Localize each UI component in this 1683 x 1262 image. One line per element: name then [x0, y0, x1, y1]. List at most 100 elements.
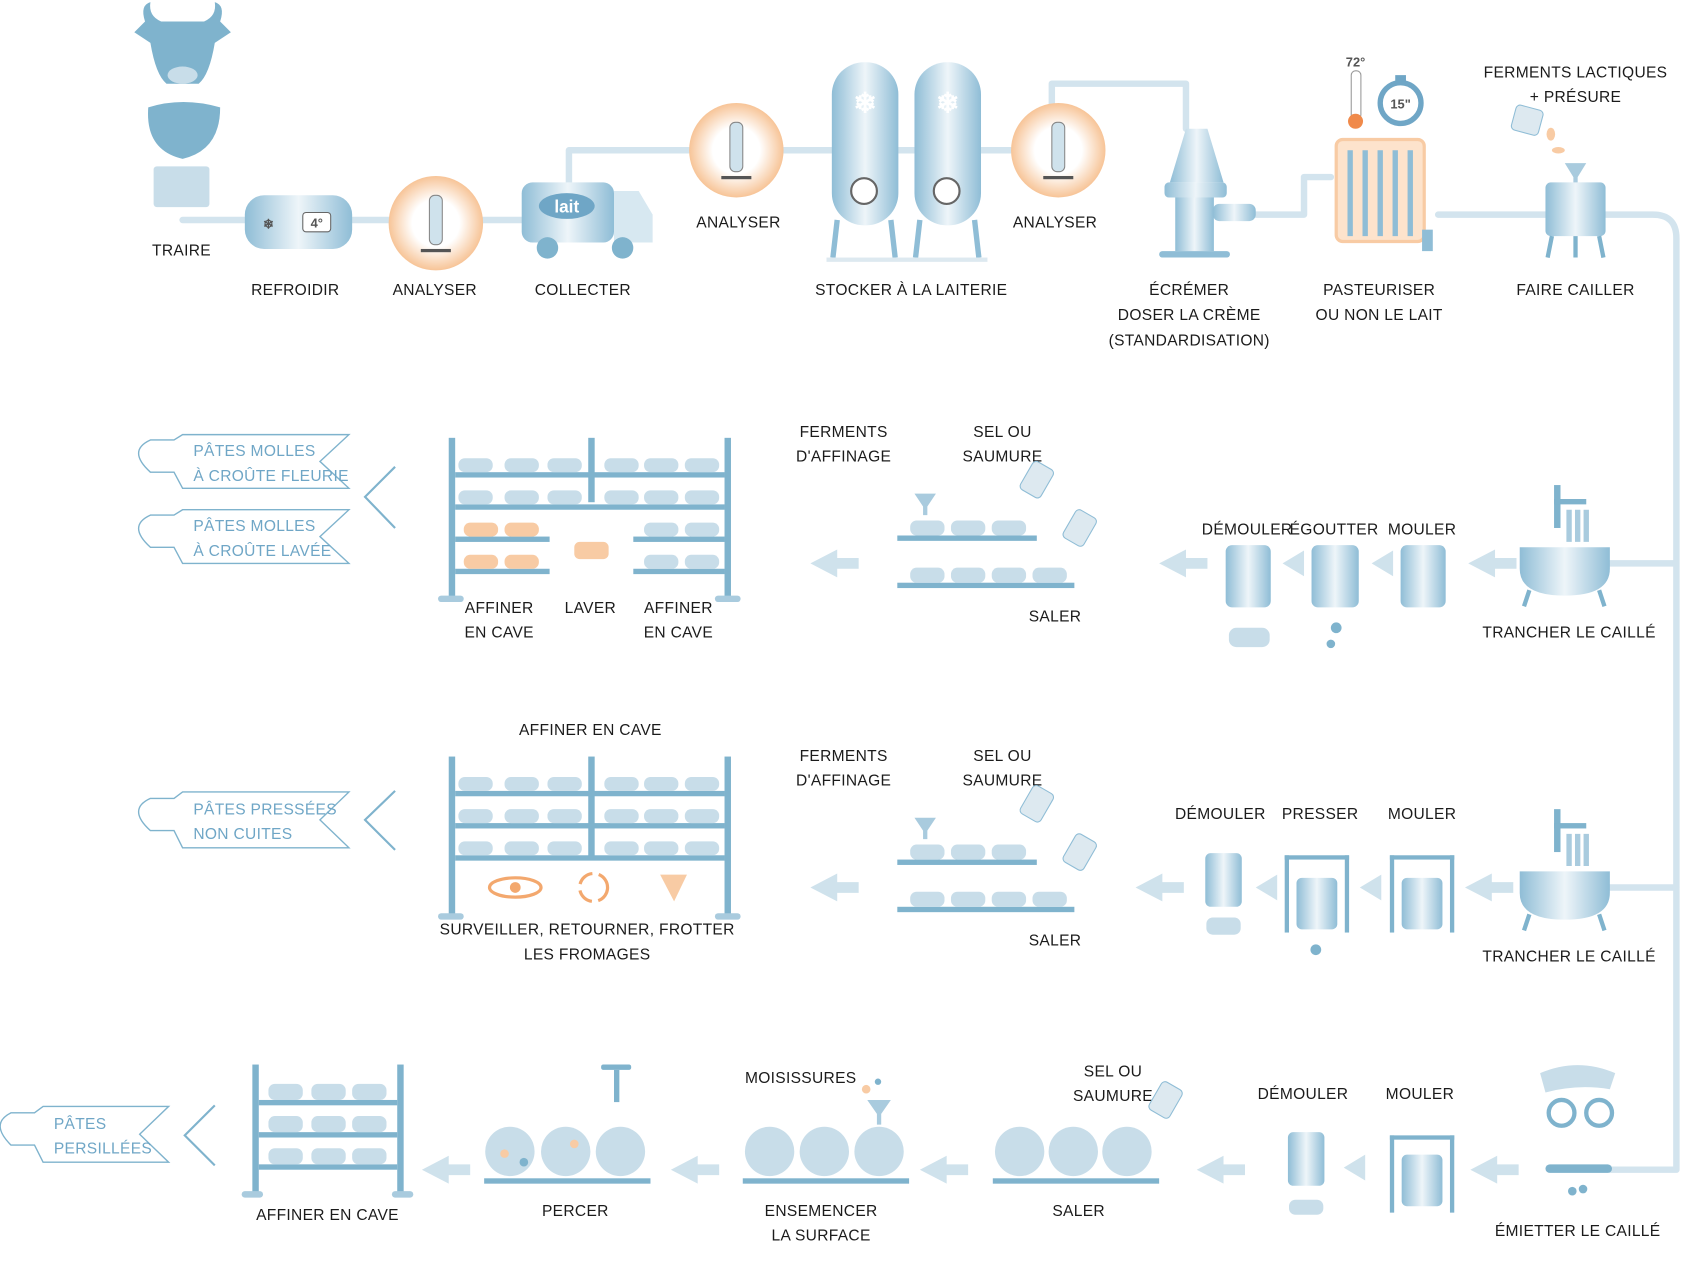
step-stocker: STOCKER À LA LAITERIE: [815, 282, 1007, 299]
svg-text:PÂTES: PÂTES: [54, 1116, 107, 1133]
product-tag-pates-persillees: PÂTES PERSILLÉES: [0, 1105, 171, 1163]
step-pasteuriser-line1: PASTEURISER: [1323, 282, 1435, 299]
cow-icon: [134, 2, 231, 84]
temperature: 72°: [1346, 55, 1365, 70]
step-surveiller-line2: LES FROMAGES: [524, 946, 651, 963]
cheese-wheel: [604, 776, 639, 791]
funnel-icon: [867, 1099, 891, 1125]
analysis-tube-icon: [689, 103, 784, 198]
cheese-wheel: [950, 844, 986, 860]
sel-line2: SAUMURE: [962, 448, 1042, 465]
step-demouler: DÉMOULER: [1202, 521, 1293, 538]
step-traire: TRAIRE: [152, 242, 211, 259]
cheese-wheel: [311, 1148, 346, 1165]
cheese-wheel: [991, 891, 1027, 907]
ferments-affinage-line1: FERMENTS: [800, 424, 888, 441]
cooling-tank-icon: ❄ 4°: [244, 195, 353, 249]
cheese-wheel: [910, 567, 945, 583]
flow-arrow-icon: [1159, 549, 1208, 578]
analysis-tube-icon: [388, 175, 484, 271]
step-ensemencer-line2: LA SURFACE: [772, 1228, 871, 1245]
step-saler: SALER: [1029, 932, 1082, 949]
cheese-wheel: [684, 522, 720, 537]
svg-text:PERSILLÉES: PERSILLÉES: [54, 1141, 152, 1158]
step-affiner-b-line2: EN CAVE: [644, 624, 713, 641]
step-affiner-a-line2: EN CAVE: [464, 624, 533, 641]
cheese-wheel: [547, 458, 582, 473]
flow-arrow-icon: [810, 549, 859, 578]
svg-text:❄: ❄: [853, 88, 876, 119]
product-tag-croute-lavee: PÂTES MOLLES À CROÛTE LAVÉE: [137, 509, 351, 565]
rotate-icon: [578, 871, 610, 904]
cheese-wheel: [604, 490, 639, 505]
step-collecter: COLLECTER: [535, 282, 631, 299]
cheese-wheel: [504, 522, 539, 537]
svg-text:❄: ❄: [936, 88, 959, 119]
cheese-wheel: [644, 841, 679, 856]
sel-line2: SAUMURE: [1073, 1088, 1153, 1105]
cheese-wheel: [268, 1148, 303, 1165]
cheese-wheel: [644, 458, 679, 473]
curdling-vat-icon: [1510, 104, 1606, 258]
cheese-wheel: [950, 520, 986, 536]
cheese-wheel: [352, 1083, 387, 1100]
curd-cutting-vat-icon: [1519, 485, 1610, 607]
step-trancher: TRANCHER LE CAILLÉ: [1482, 624, 1655, 641]
moisissures-label: MOISISSURES: [745, 1070, 857, 1087]
cheese-wheel: [644, 522, 679, 537]
cheese-wheel: [684, 776, 720, 791]
cheese-wheel: [950, 567, 986, 583]
cheese-wheel: [458, 841, 493, 856]
step-emietter: ÉMIETTER LE CAILLÉ: [1495, 1223, 1661, 1240]
cheese-wheel: [604, 458, 639, 473]
cheese-wheel: [311, 1083, 346, 1100]
mold-press-icons: [1287, 1132, 1455, 1215]
sel-line1: SEL OU: [973, 748, 1031, 765]
cheese-wheel: [458, 809, 493, 824]
cheese-wheel: [684, 458, 720, 473]
step-pasteuriser-line2: OU NON LE LAIT: [1316, 307, 1443, 324]
pasteurizer-radiator-icon: [1334, 137, 1433, 252]
cheese-wheel: [504, 458, 539, 473]
step-ecremer-line3: (STANDARDISATION): [1109, 333, 1270, 350]
flow-arrow-icon: [1196, 1155, 1245, 1184]
thermometer-icon: 72°: [1346, 55, 1365, 129]
needle-tool-icon: [601, 1064, 632, 1070]
step-mouler: MOULER: [1388, 521, 1456, 538]
cheese-wheel: [504, 776, 539, 791]
step-demouler: DÉMOULER: [1258, 1086, 1349, 1103]
step-egoutter: ÉGOUTTER: [1290, 521, 1379, 538]
eye-icon: [487, 876, 543, 899]
cheese-wheel: [910, 891, 945, 907]
step-saler: SALER: [1052, 1203, 1105, 1220]
cheese-wheel: [910, 844, 945, 860]
cheese-wheel: [644, 776, 679, 791]
step-ecremer-line2: DOSER LA CRÈME: [1118, 307, 1261, 324]
cheese-wheel: [547, 490, 582, 505]
svg-text:À CROÛTE FLEURIE: À CROÛTE FLEURIE: [193, 468, 348, 485]
step-percer: PERCER: [542, 1203, 609, 1220]
chevron-left-icon: [363, 790, 396, 851]
step-analyser-3: ANALYSER: [1013, 215, 1097, 232]
cheese-wheel: [1032, 891, 1067, 907]
cheese-wheel: [991, 520, 1027, 536]
cheese-wheel: [684, 490, 720, 505]
cheese-wheel: [950, 891, 986, 907]
cave-rack: [241, 1064, 414, 1198]
step-mouler: MOULER: [1386, 1086, 1454, 1103]
cheese-wheel: [504, 554, 539, 569]
cheese-wheel: [463, 522, 499, 537]
cheese-wheel: [268, 1116, 303, 1133]
ferments-lactiques-line2: + PRÉSURE: [1530, 89, 1621, 106]
flow-arrow-icon: [670, 1155, 720, 1184]
funnel-icon: [914, 817, 936, 840]
salt-shaker-icon: [1062, 509, 1097, 547]
piercing-station: [484, 1064, 651, 1184]
flow-arrow-icon: [1470, 1155, 1519, 1184]
cheese-wheel: [547, 776, 582, 791]
ferments-lactiques-line1: FERMENTS LACTIQUES: [1484, 64, 1668, 81]
cheese-wheel: [644, 809, 679, 824]
ferments-affinage-line2: D'AFFINAGE: [796, 448, 891, 465]
cheese-wheel: [604, 841, 639, 856]
